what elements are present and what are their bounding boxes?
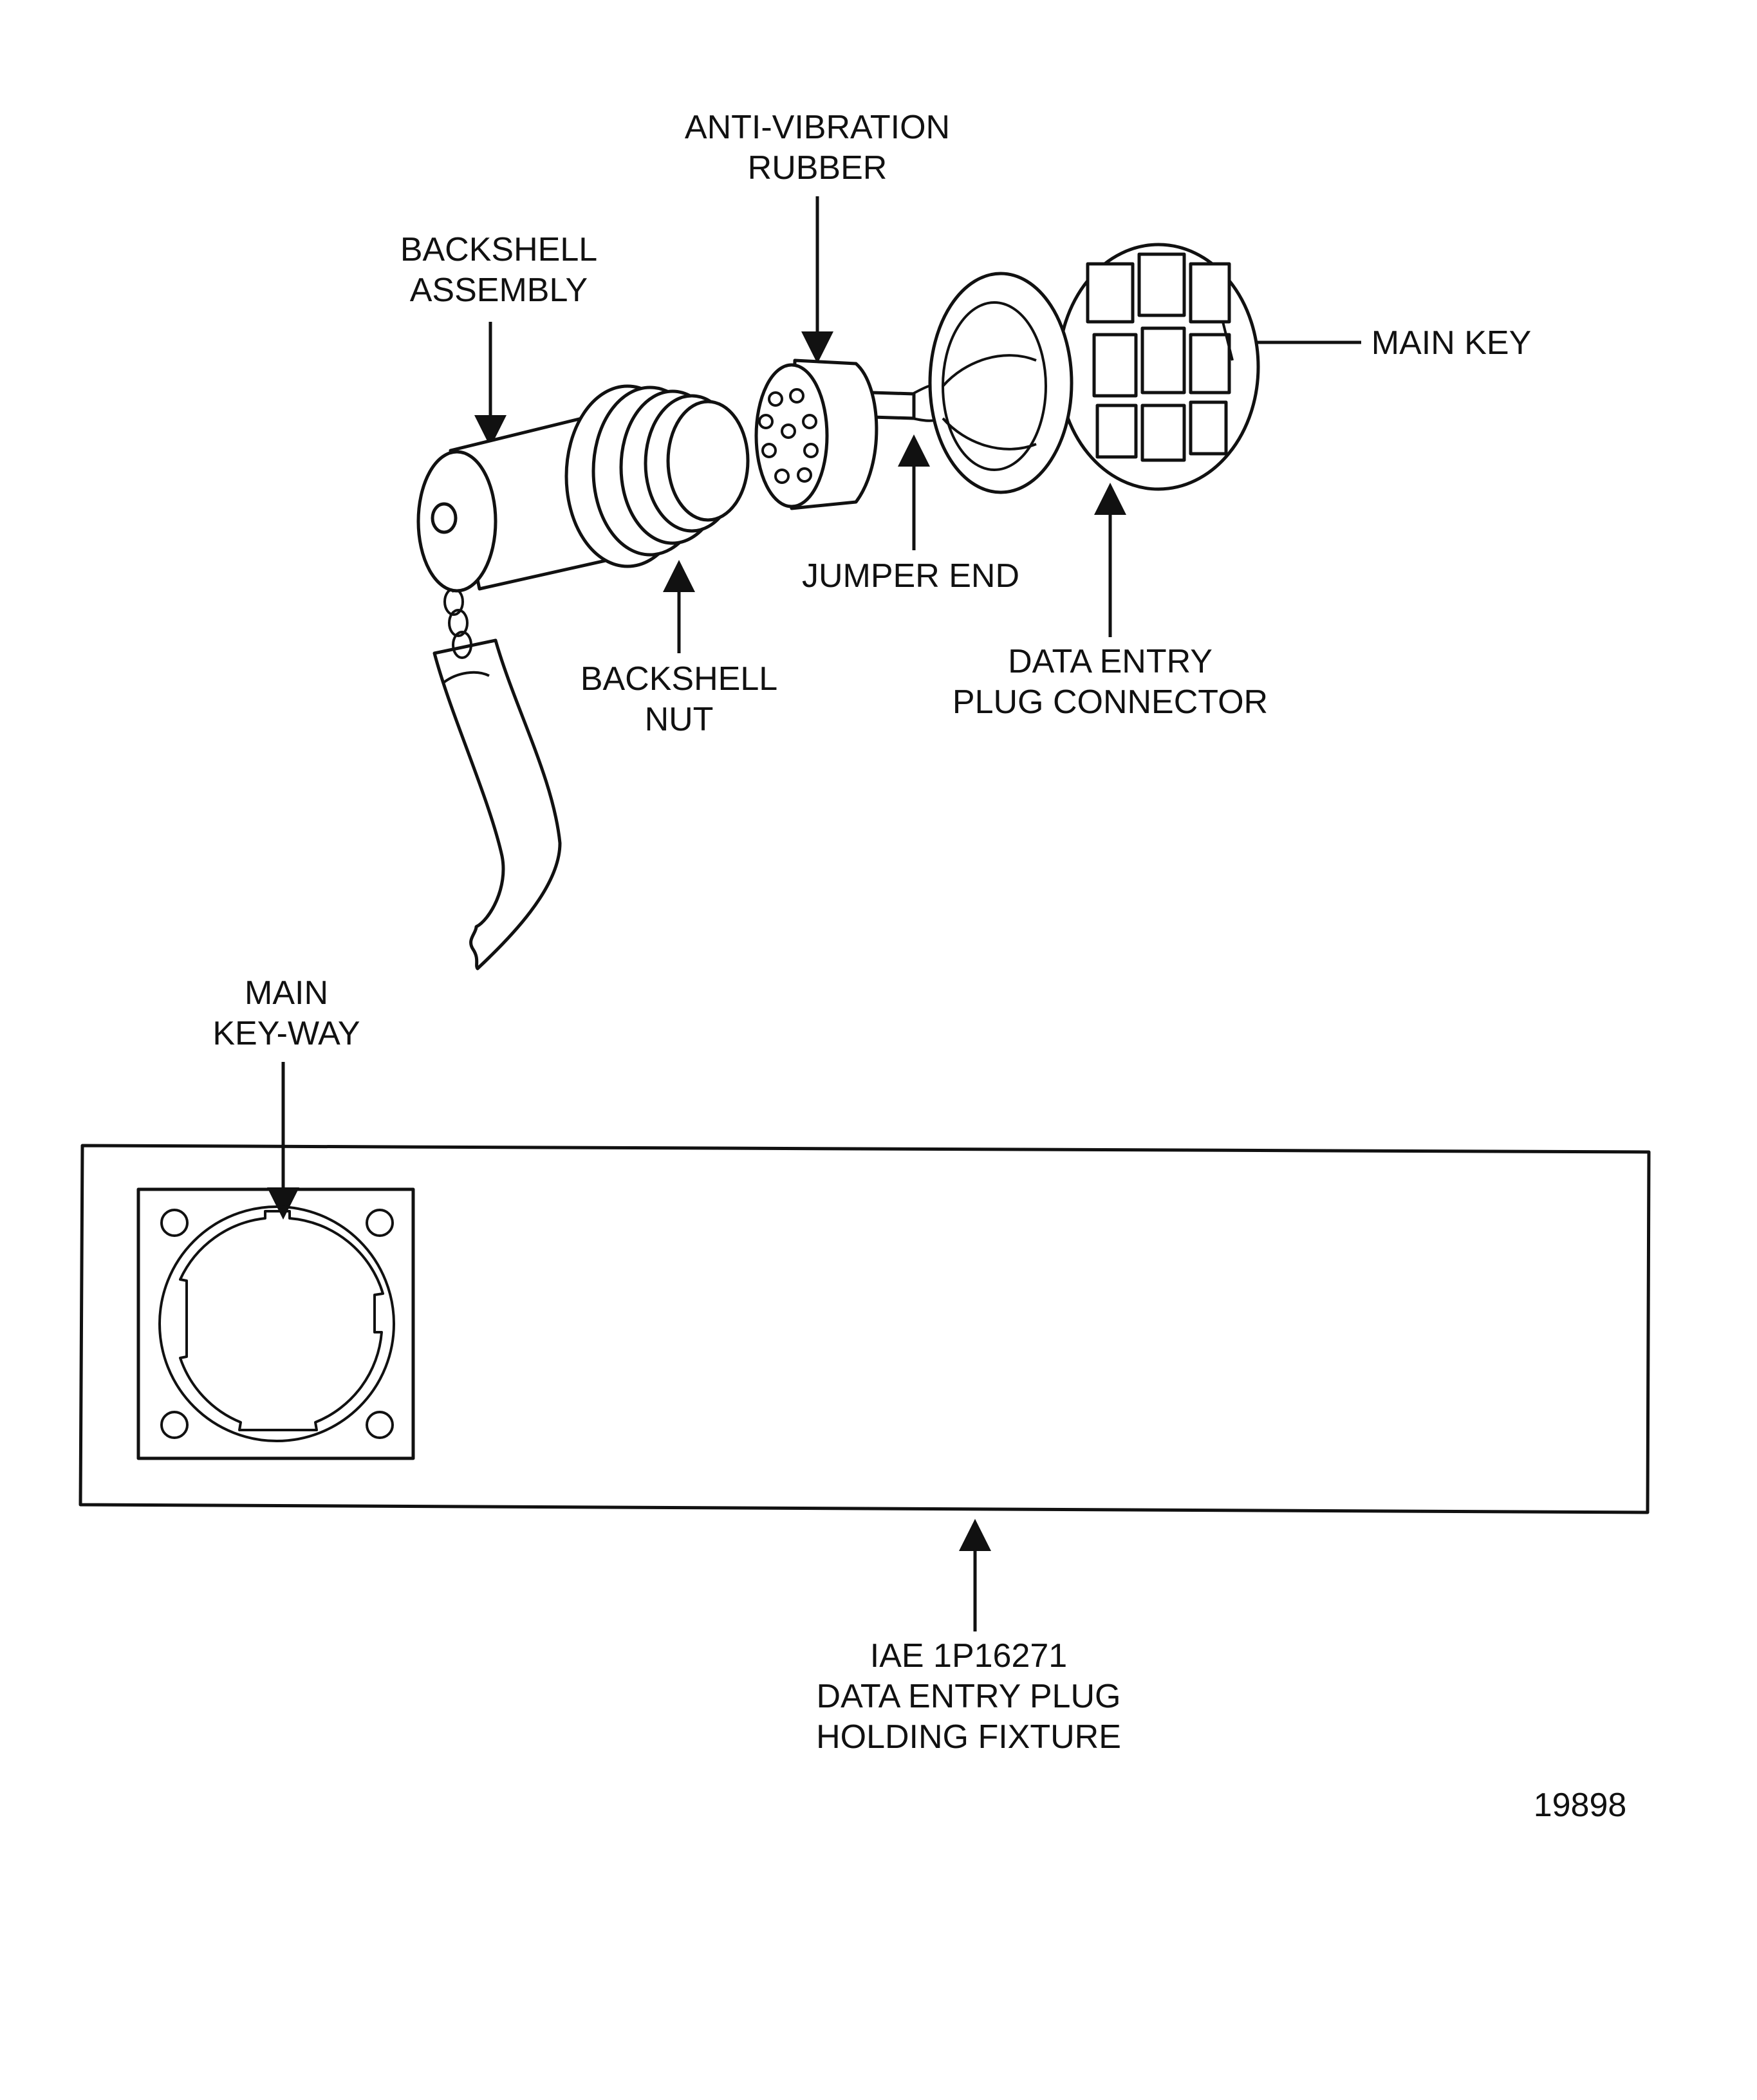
label-backshell-assembly: BACKSHELL ASSEMBLY xyxy=(400,231,597,309)
fixture-plate xyxy=(79,1144,1651,1514)
label-main-key-way-line1: MAIN xyxy=(245,974,328,1012)
figure-number: 19898 xyxy=(1534,1787,1627,1824)
label-holding-fixture-line1: IAE 1P16271 xyxy=(870,1637,1067,1675)
label-anti-vibration-rubber-line2: RUBBER xyxy=(748,149,888,187)
data-entry-plug-connector xyxy=(928,243,1260,494)
label-holding-fixture-line2: DATA ENTRY PLUG xyxy=(817,1678,1121,1715)
backshell-nut xyxy=(564,384,750,568)
label-main-key: MAIN KEY xyxy=(1371,324,1532,362)
label-backshell-nut-line1: BACKSHELL xyxy=(581,660,777,698)
label-holding-fixture: IAE 1P16271 DATA ENTRY PLUG HOLDING FIXT… xyxy=(816,1637,1121,1756)
label-backshell-nut-line2: NUT xyxy=(645,701,714,738)
main-key-way-socket xyxy=(179,1210,384,1431)
backshell-cable xyxy=(432,638,562,971)
label-main-key-way-line2: KEY-WAY xyxy=(212,1015,360,1052)
anti-vibration-rubber xyxy=(754,358,879,510)
label-data-entry-plug-connector: DATA ENTRY PLUG CONNECTOR xyxy=(953,643,1268,721)
label-backshell-assembly-line2: ASSEMBLY xyxy=(410,272,588,309)
label-main-key-way: MAIN KEY-WAY xyxy=(212,974,360,1052)
flange-hole-top-left xyxy=(160,1209,189,1237)
main-key xyxy=(1222,321,1234,361)
label-data-entry-plug-connector-line2: PLUG CONNECTOR xyxy=(953,683,1268,721)
flange-hole-top-right xyxy=(366,1209,394,1237)
label-data-entry-plug-connector-line1: DATA ENTRY xyxy=(1008,643,1213,680)
label-backshell-assembly-line1: BACKSHELL xyxy=(400,231,597,268)
label-jumper-end: JUMPER END xyxy=(802,557,1019,595)
fixture-socket-flange xyxy=(136,1187,415,1460)
label-anti-vibration-rubber: ANTI-VIBRATION RUBBER xyxy=(685,109,950,187)
label-holding-fixture-line3: HOLDING FIXTURE xyxy=(816,1718,1121,1756)
label-anti-vibration-rubber-line1: ANTI-VIBRATION xyxy=(685,109,950,146)
flange-hole-bottom-left xyxy=(160,1411,189,1439)
socket-outer-ring xyxy=(158,1205,395,1442)
label-backshell-nut: BACKSHELL NUT xyxy=(581,660,777,738)
flange-hole-bottom-right xyxy=(366,1411,394,1439)
holding-fixture xyxy=(79,1144,1651,1514)
